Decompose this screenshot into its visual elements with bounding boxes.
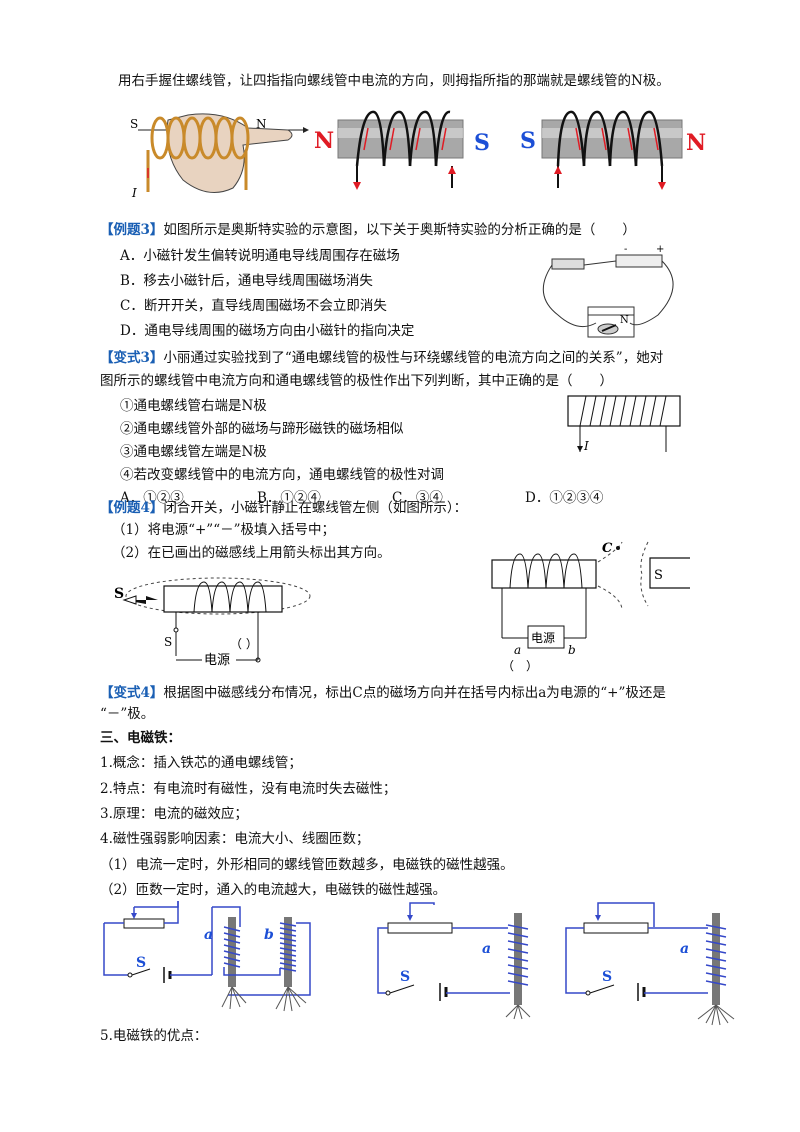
example3-option-d: D．通电导线周围的磁场方向由小磁针的指向决定 [120,323,415,339]
variant3-choice-b: B．①②④ [257,490,321,506]
example4-solenoid-circuit: S S 电源 （ ） [114,577,311,668]
example4-item-1: （1）将电源“+”“－”极填入括号中； [112,522,336,538]
solenoid-diagram-1: N S [314,110,490,190]
example3-option-b: B．移去小磁针后，通电导线周围磁场消失 [120,273,373,289]
hand-i-label: I [131,186,137,200]
variant4-a-label: a [514,643,521,657]
variant3-question-line2: 图所示的螺线管中电流方向和通电螺线管的极性作出下列判断，其中正确的是（ ） [100,373,613,389]
example4-bracket: （ ） [230,637,258,651]
solenoid2-right-pole: N [686,130,706,156]
solenoid1-left-pole: N [314,128,334,154]
right-hand-rule-text: 用右手握住螺线管，让四指指向螺线管中电流的方向，则拇指所指的那端就是螺线管的N极… [118,73,670,89]
electromagnet-figure-2: S a [377,902,531,1020]
variant4-line1: 【变式4】根据图中磁感线分布情况，标出C点的磁场方向并在括号内标出a为电源的“+… [100,685,666,701]
variant4-field-circuit: C S 电源 a b （ ） [491,541,690,673]
section3-heading: 三、电磁铁： [100,730,181,746]
variant3-choice-d: D．①②③④ [525,490,604,506]
em3-a-label: a [680,941,689,957]
variant3-i-label: I [583,439,589,453]
em1-switch-label: S [136,955,146,971]
electromagnet-figure-3: S a [565,902,735,1026]
variant3-tag: 【变式3】 [100,350,164,366]
em1-a-label: a [204,927,213,943]
variant4-magnet-s-label: S [654,568,663,583]
section3-last-line: 5.电磁铁的优点： [100,1028,208,1044]
em3-switch-label: S [602,969,612,985]
variant4-c-label: C [602,541,613,556]
variant3-question-line1: 【变式3】小丽通过实验找到了“通电螺线管的极性与环绕螺线管的电流方向之间的关系”… [100,350,664,366]
variant3-statement-4: ④若改变螺线管中的电流方向，通电螺线管的极性对调 [120,467,444,483]
variant4-power-label: 电源 [531,631,555,645]
section3-line-2: 2.特点：有电流时有磁性，没有电流时失去磁性； [100,781,397,797]
variant4-bracket: （ ） [502,659,538,673]
example3-tag: 【例题3】 [100,222,164,238]
example3-option-a: A．小磁针发生偏转说明通电导线周围存在磁场 [120,248,400,264]
battery-minus-label: - [624,244,627,255]
oersted-experiment-figure: - + N [542,244,674,338]
variant3-statement-3: ③通电螺线管左端是N极 [120,444,267,460]
needle-n-label: N [620,315,629,326]
solenoid2-left-pole: S [520,128,536,154]
hand-s-label: S [130,117,138,131]
section3-line-4: 4.磁性强弱影响因素：电流大小、线圈匝数； [100,831,370,847]
right-hand-solenoid-figure: S N I [130,113,309,200]
variant4-tag: 【变式4】 [100,685,164,701]
battery-plus-label: + [656,244,664,255]
variant3-statement-1: ①通电螺线管右端是N极 [120,398,267,414]
example4-needle-s-label: S [114,586,124,602]
variant3-statement-2: ②通电螺线管外部的磁场与蹄形磁铁的磁场相似 [120,421,404,437]
solenoid-diagram-2: S N [520,110,706,190]
electromagnet-figure-ab: S a b [103,901,311,1012]
variant3-choice-a: A．①②③ [120,490,184,506]
example3-option-c: C．断开开关，直导线周围磁场不会立即消失 [120,298,387,314]
variant3-solenoid-figure: I [567,395,681,453]
hand-n-label: N [256,117,267,131]
example4-switch-label: S [164,635,172,649]
section3-line-1: 1.概念：插入铁芯的通电螺线管； [100,755,302,771]
example4-tag: 【例题4】 [100,500,164,516]
example3-question: 【例题3】如图所示是奥斯特实验的示意图，以下关于奥斯特实验的分析正确的是（ ） [100,222,636,238]
variant3-choice-c: C．③④ [392,490,443,506]
em2-switch-label: S [400,969,410,985]
example4-question: 【例题4】闭合开关，小磁针静止在螺线管左侧（如图所示）： [100,500,468,516]
variant4-line2: “－”极。 [100,706,155,722]
section3-line-6: （2）匝数一定时，通入的电流越大，电磁铁的磁性越强。 [100,882,447,898]
example4-power-label: 电源 [204,653,230,668]
em1-b-label: b [264,927,274,943]
example4-item-2: （2）在已画出的磁感线上用箭头标出其方向。 [112,545,391,561]
section3-line-5: （1）电流一定时，外形相同的螺线管匝数越多，电磁铁的磁性越强。 [100,857,514,873]
section3-line-3: 3.原理：电流的磁效应； [100,806,248,822]
em2-a-label: a [482,941,491,957]
variant4-b-label: b [568,643,576,657]
solenoid1-right-pole: S [474,130,490,156]
